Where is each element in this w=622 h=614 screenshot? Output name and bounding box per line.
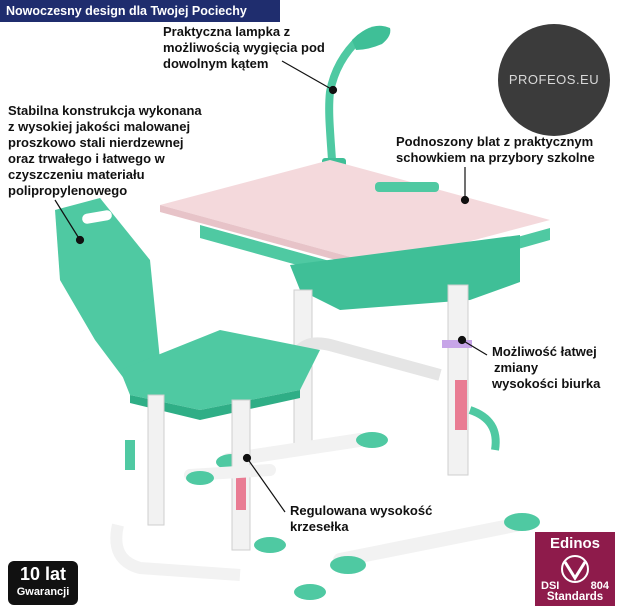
callout-lamp: Praktyczna lampka z możliwością wygięcia… bbox=[163, 24, 325, 71]
callout-construction: Stabilna konstrukcja wykonana z wysokiej… bbox=[8, 103, 202, 198]
top-banner: Nowoczesny design dla Twojej Pociechy bbox=[0, 0, 280, 22]
callout-desk-top: Podnoszony blat z praktycznym schowkiem … bbox=[396, 134, 595, 165]
warranty-badge: 10 lat Gwarancji bbox=[8, 561, 78, 605]
callout-height: Możliwość łatwej zmiany wysokości biurka bbox=[492, 344, 601, 391]
desk-lamp bbox=[322, 25, 391, 168]
edinos-certificate-badge: Edinos DSI 804 Standards bbox=[535, 532, 615, 606]
callout-pointers bbox=[54, 60, 488, 513]
profeos-logo: PROFEOS.EU bbox=[498, 24, 610, 136]
callout-chair-height: Regulowana wysokość krzesełka bbox=[290, 503, 433, 534]
certificate-emblem-icon bbox=[561, 555, 589, 583]
